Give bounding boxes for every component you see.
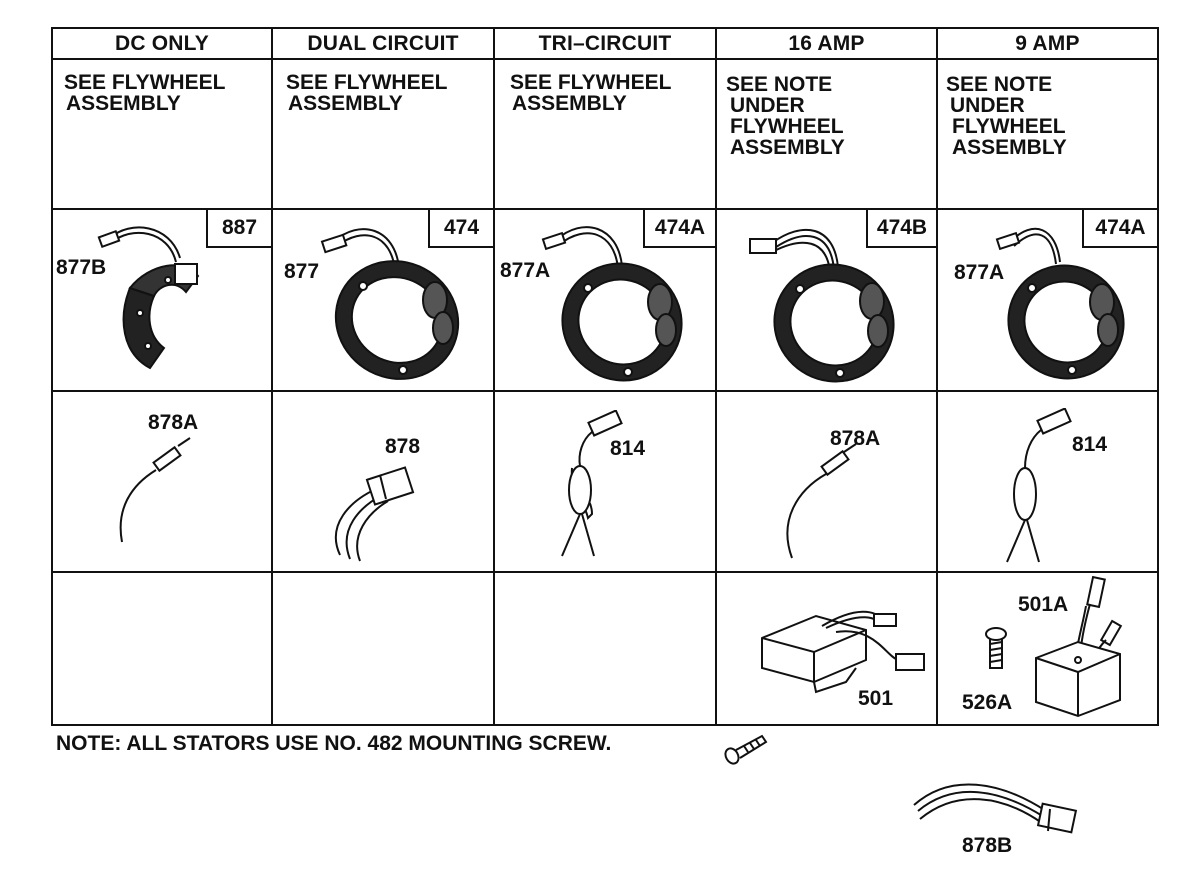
part-box-474b: 474B xyxy=(876,216,928,239)
part-label-877b: 877B xyxy=(56,256,107,279)
lead-814-9amp-illustration xyxy=(1006,408,1072,563)
regulator-501a-illustration xyxy=(1035,575,1123,718)
header-16-amp: 16 AMP xyxy=(788,32,865,55)
part-label-878a: 878A xyxy=(148,411,199,434)
part-label-877: 877 xyxy=(284,260,320,283)
part-label-526a: 526A xyxy=(962,691,1013,714)
part-label-877a: 877A xyxy=(500,259,551,282)
header-dual-circuit: DUAL CIRCUIT xyxy=(307,32,459,55)
screw-526a-illustration xyxy=(985,627,1007,669)
part-label-501: 501 xyxy=(858,687,894,710)
regulator-501-illustration xyxy=(761,610,925,694)
part-label-878b: 878B xyxy=(962,834,1013,857)
mounting-screw-illustration xyxy=(724,734,768,765)
header-dc-only: DC ONLY xyxy=(115,32,209,55)
part-box-474a: 474A xyxy=(654,216,706,239)
part-label-877a-9amp: 877A xyxy=(954,261,1005,284)
header-tri-circuit: TRI–CIRCUIT xyxy=(538,32,672,55)
harness-878b-illustration xyxy=(913,783,1078,834)
9-amp-stator-illustration xyxy=(995,227,1125,380)
part-box-474: 474 xyxy=(443,216,480,239)
lead-878a-illustration xyxy=(119,437,191,543)
tri-circuit-stator-illustration xyxy=(541,226,683,382)
connector-878-illustration xyxy=(334,466,415,562)
16-amp-stator-illustration xyxy=(749,228,895,383)
part-box-887: 887 xyxy=(221,216,258,239)
part-label-501a: 501A xyxy=(1018,593,1069,616)
part-label-878: 878 xyxy=(385,435,421,458)
part-label-814: 814 xyxy=(610,437,646,460)
dual-circuit-stator-illustration xyxy=(320,228,460,380)
part-box-474a-9amp: 474A xyxy=(1095,216,1146,239)
lead-878a-16amp-illustration xyxy=(786,443,857,559)
part-label-878a-16amp: 878A xyxy=(830,427,881,450)
dc-stator-illustration xyxy=(97,226,200,370)
mounting-screw-note: NOTE: ALL STATORS USE NO. 482 MOUNTING S… xyxy=(56,732,612,755)
part-label-814-9amp: 814 xyxy=(1072,433,1108,456)
header-9-amp: 9 AMP xyxy=(1015,32,1080,55)
lead-814-illustration xyxy=(561,410,623,557)
